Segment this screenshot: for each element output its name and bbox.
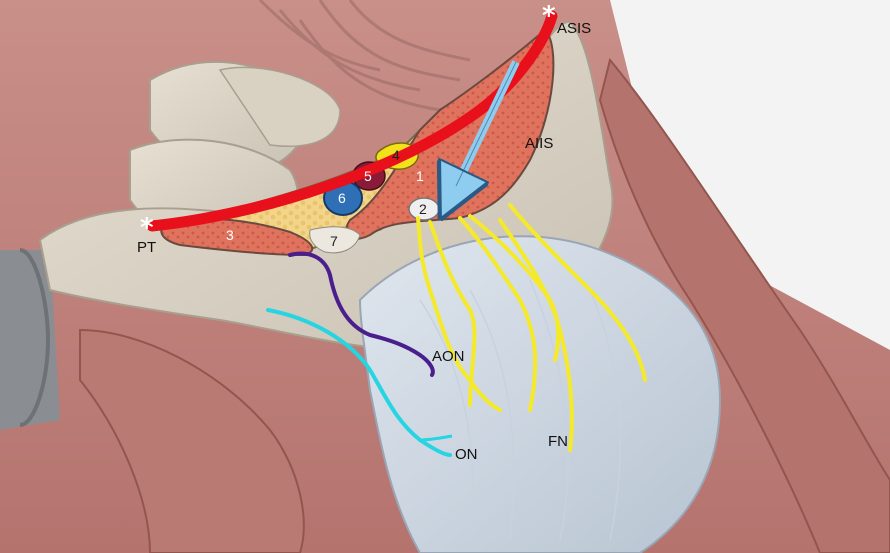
rib-cage [258, 0, 471, 112]
label-aon: AON [432, 348, 465, 365]
label-number-5: 5 [364, 168, 372, 184]
fascia-fibers [419, 279, 622, 541]
region-7 [309, 226, 361, 254]
label-fn: FN [548, 433, 568, 450]
obturator-nerve [266, 308, 452, 457]
right-muscle-band [598, 57, 890, 553]
label-number-6: 6 [338, 190, 346, 206]
label-number-1: 1 [416, 168, 424, 184]
femoral-nerve [416, 203, 647, 452]
label-number-3: 3 [226, 227, 234, 243]
label-asis: ASIS [557, 20, 591, 37]
label-number-7: 7 [330, 233, 338, 249]
label-aiis: AIIS [525, 135, 553, 152]
fascia-thigh [358, 235, 722, 553]
left-muscle-band [79, 328, 305, 553]
accessory-obturator-nerve [288, 251, 435, 377]
inguinal-ligament [146, 10, 558, 232]
label-on: ON [455, 446, 478, 463]
asis-star-marker: * [542, 1, 556, 31]
arrow-outline [455, 61, 517, 187]
label-pt: PT [137, 239, 156, 256]
label-number-4: 4 [392, 147, 400, 163]
label-number-2: 2 [419, 201, 427, 217]
obturator-nerve-branch [419, 434, 453, 442]
pt-star-marker: * [140, 213, 154, 243]
left-gray-structure [0, 248, 60, 430]
